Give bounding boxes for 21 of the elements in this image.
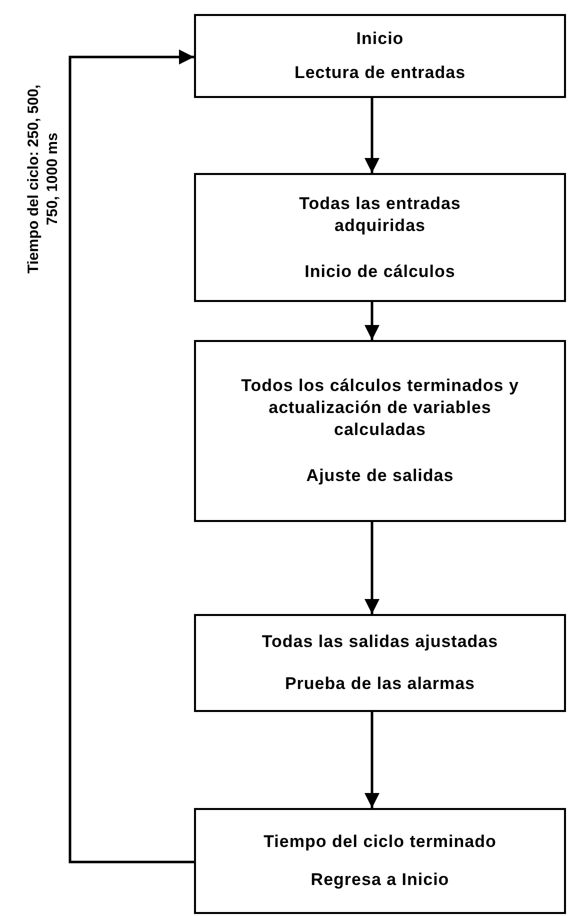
process-box	[194, 340, 566, 522]
arrow	[364, 302, 380, 340]
box-text: Lectura de entradas	[294, 62, 466, 84]
box-heading: Tiempo del ciclo terminado	[262, 831, 498, 853]
box-heading: Todas las salidas ajustadas	[260, 631, 500, 653]
arrow	[364, 522, 380, 614]
box-heading: Todos los cálculos terminados y actualización de variables calculadas	[240, 375, 520, 441]
box-heading: Inicio	[355, 28, 405, 50]
box-text: Ajuste de salidas	[306, 465, 454, 487]
box-heading: Todas las entradas adquiridas	[298, 192, 462, 236]
box-text: Regresa a Inicio	[310, 869, 450, 891]
arrow	[364, 98, 380, 173]
process-box	[194, 614, 566, 712]
box-text: Prueba de las alarmas	[284, 673, 476, 695]
edge-label: Tiempo del ciclo: 250, 500, 750, 1000 ms	[24, 84, 62, 274]
box-text: Inicio de cálculos	[304, 260, 456, 282]
arrow	[68, 50, 194, 864]
process-box	[194, 173, 566, 302]
arrow	[364, 712, 380, 808]
process-box	[194, 14, 566, 98]
process-box	[194, 808, 566, 914]
